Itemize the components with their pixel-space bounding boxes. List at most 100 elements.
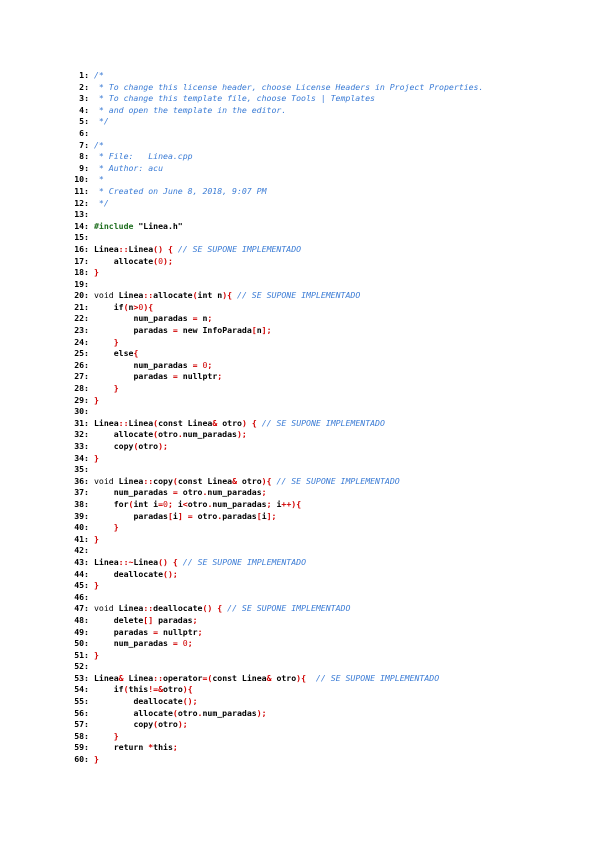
code-token: . <box>202 487 208 498</box>
code-token: { <box>172 556 178 567</box>
code-line: 4: * and open the template in the editor… <box>0 105 599 117</box>
code-line: 26: num_paradas = 0; <box>0 360 599 372</box>
code-token: * Created on June 8, 2018, 9:07 PM <box>94 185 267 196</box>
code-token: "Linea.h" <box>133 220 183 231</box>
code-token: . <box>177 429 183 440</box>
code-token: Linea <box>94 556 119 567</box>
code-token: } <box>113 730 119 741</box>
code-token: () <box>158 556 168 567</box>
code-token: int n <box>197 290 223 301</box>
line-number: 24: <box>74 336 89 347</box>
line-number: 20: <box>74 290 89 301</box>
code-token: & <box>212 417 218 428</box>
line-number: 30: <box>74 406 89 417</box>
code-token <box>94 302 114 312</box>
code-line: 7:/* <box>0 140 599 152</box>
code-token: Linea <box>128 417 154 428</box>
code-token: otro <box>158 719 178 730</box>
line-number: 47: <box>74 603 89 614</box>
code-token: { <box>187 684 193 695</box>
code-line: 48: delete[] paradas; <box>0 615 599 627</box>
code-line: 40: } <box>0 522 599 534</box>
code-token: paradas <box>133 325 168 336</box>
line-number: 56: <box>74 707 89 718</box>
line-number: 31: <box>74 417 89 428</box>
code-token: paradas <box>133 510 168 521</box>
code-token: Linea <box>118 603 144 614</box>
code-line: 17: allocate(0); <box>0 256 599 268</box>
code-token: 0 <box>138 301 144 312</box>
code-token: otro <box>197 510 218 521</box>
code-line: 49: paradas = nullptr; <box>0 627 599 639</box>
code-token: (); <box>163 568 178 579</box>
code-token: new InfoParada <box>182 325 252 336</box>
code-token: // SE SUPONE IMPLEMENTADO <box>237 290 361 301</box>
code-line: 34:} <box>0 453 599 465</box>
code-token: if <box>113 301 124 312</box>
code-token <box>94 615 114 625</box>
code-token: :: <box>153 672 164 683</box>
line-number: 38: <box>74 498 89 509</box>
code-token: = <box>192 313 198 324</box>
code-token: ) <box>261 475 267 486</box>
code-token: { <box>148 301 154 312</box>
line-number: 2: <box>79 81 89 92</box>
code-token: return <box>113 742 144 753</box>
code-token: // SE SUPONE IMPLEMENTADO <box>315 672 440 683</box>
code-token: } <box>94 754 99 765</box>
code-token: num_paradas <box>182 429 237 440</box>
code-line: 42: <box>0 545 599 557</box>
line-number: 32: <box>74 429 89 440</box>
code-line: 45:} <box>0 580 599 592</box>
code-token <box>94 348 114 358</box>
code-token: ; <box>192 614 198 625</box>
line-number: 59: <box>74 742 89 753</box>
code-line: 8: * File: Linea.cpp <box>0 151 599 163</box>
code-token: { <box>167 243 173 254</box>
code-token: } <box>113 336 119 347</box>
code-token: otro <box>271 672 297 683</box>
code-token: nullptr <box>182 371 218 382</box>
line-number: 1: <box>79 70 89 80</box>
code-token: [ <box>167 510 173 521</box>
code-line: 5: */ <box>0 116 599 128</box>
code-token: ); <box>177 719 188 730</box>
code-token: Linea <box>94 417 119 428</box>
code-token <box>94 429 114 439</box>
code-token: > <box>133 301 139 312</box>
line-number: 49: <box>74 626 89 637</box>
code-token: ( <box>128 498 134 509</box>
code-token: ) <box>296 672 302 683</box>
code-line: 59: return *this; <box>0 742 599 754</box>
line-number: 21: <box>74 301 89 312</box>
code-token: 0 <box>182 638 188 649</box>
code-line: 56: allocate(otro.num_paradas); <box>0 708 599 720</box>
code-line: 16:Linea::Linea() { // SE SUPONE IMPLEME… <box>0 244 599 256</box>
code-line: 2: * To change this license header, choo… <box>0 82 599 94</box>
code-line: 18:} <box>0 267 599 279</box>
code-token: copy <box>153 475 173 486</box>
code-token: { <box>266 475 272 486</box>
code-token: int i <box>133 498 159 509</box>
code-token: */ <box>94 116 109 127</box>
code-token: ( <box>153 429 159 440</box>
code-token: ); <box>158 441 168 451</box>
code-token: = <box>172 325 178 336</box>
code-line: 60:} <box>0 754 599 766</box>
code-token: const Linea <box>212 672 267 683</box>
line-number: 9: <box>79 162 89 173</box>
code-line: 30: <box>0 406 599 418</box>
code-token: ( <box>133 441 139 451</box>
code-token: deallocate <box>133 696 183 707</box>
code-token: otro <box>158 429 178 440</box>
code-token: = <box>153 626 159 637</box>
code-token: allocate <box>113 255 154 266</box>
code-line: 39: paradas[i] = otro.paradas[i]; <box>0 511 599 523</box>
code-line: 10: * <box>0 174 599 186</box>
code-token: = <box>172 487 178 498</box>
code-token: if <box>113 684 124 695</box>
code-token <box>306 673 316 683</box>
line-number: 12: <box>74 197 89 208</box>
code-token: = <box>202 672 208 683</box>
code-token: ( <box>172 475 178 486</box>
